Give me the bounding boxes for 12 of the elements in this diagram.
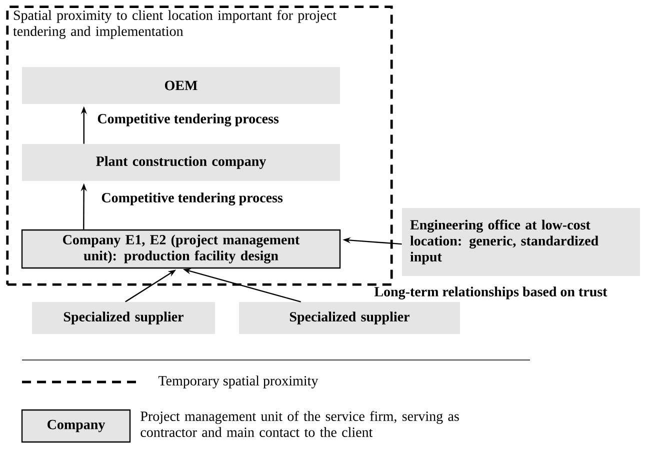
edge-label: Competitive tendering process (100, 192, 284, 206)
supplier-box: Specialized supplier (32, 302, 215, 334)
process-box: Plant construction company (22, 144, 340, 181)
office-box: Engineering office at low-cost location: generic, standardized input (402, 208, 640, 276)
note-text: Long-term relationships based on trust (374, 286, 608, 300)
legend-text: Project management unit of the service firm, serving as contractor and main contact to the client (140, 410, 459, 437)
legend-box: Company (21, 409, 131, 443)
supplier-box: Specialized supplier (239, 302, 460, 334)
process-box: OEM (22, 67, 340, 104)
legend-text: Temporary spatial proximity (158, 376, 318, 388)
unit-box: Company E1, E2 (project management unit): production facility design (21, 229, 341, 269)
edge-label: Competitive tendering process (96, 112, 280, 128)
